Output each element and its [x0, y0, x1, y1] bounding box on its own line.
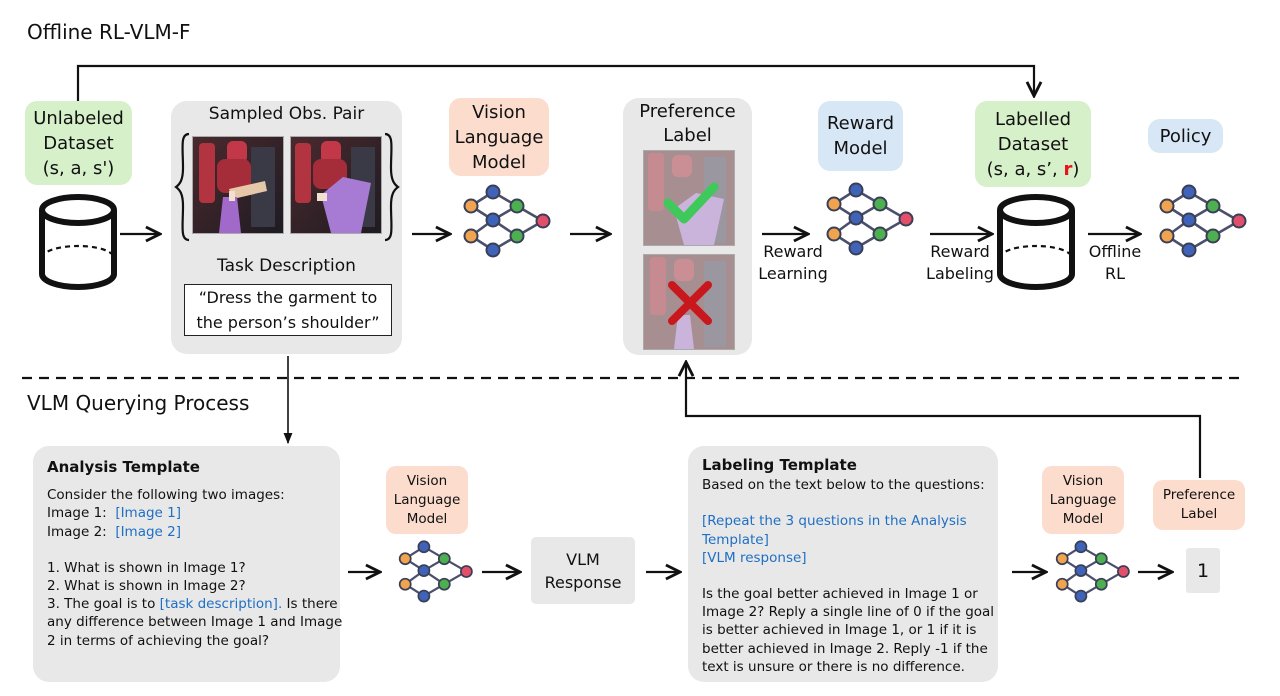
reward-model-network-icon — [826, 182, 914, 256]
analysis-q3-d: 2 in terms of achieving the goal? — [47, 632, 270, 649]
vlm-label: Vision Language Model — [449, 98, 549, 176]
analysis-img1: Image 1: [Image 1] — [47, 504, 326, 522]
analysis-q3-b: Is there — [282, 596, 338, 613]
analysis-img1-label: Image 1: — [47, 505, 107, 522]
task-description-label: Task Description — [217, 256, 356, 276]
labeling-slot1-b: Template] — [702, 531, 769, 548]
labelled-tuple-r: r — [1063, 158, 1073, 180]
preference-label-title: Preference Label — [623, 100, 752, 148]
offline-rl-line-2: RL — [1104, 264, 1126, 283]
sampled-obs-pair-title: Sampled Obs. Pair — [208, 104, 365, 124]
vlm-line-1: Vision — [472, 101, 526, 123]
observation-image-1 — [192, 136, 284, 234]
pref-bottom-line-1: Preference — [1162, 487, 1236, 503]
policy-network-icon — [1159, 184, 1247, 258]
task-quote-line-2: the person’s shoulder” — [196, 313, 380, 332]
labeling-body-5: text is unsure or there is no difference… — [702, 658, 965, 675]
policy-label: Policy — [1148, 119, 1223, 153]
vlm-line-3: Model — [471, 151, 527, 173]
labeling-body-3: is better achieved in Image 1, or 1 if i… — [702, 622, 977, 639]
offline-section-title: Offline RL-VLM-F — [27, 20, 191, 44]
analysis-img2: Image 2: [Image 2] — [47, 523, 326, 541]
analysis-q3-slot: [task description]. — [159, 596, 283, 613]
analysis-q3: 3. The goal is to [task description]. Is… — [47, 595, 338, 613]
rejected-image — [643, 254, 735, 350]
preferred-image — [643, 150, 735, 246]
vlm2-line-3: Model — [1062, 510, 1104, 527]
labeling-slot1-a: [Repeat the 3 questions in the Analysis — [702, 513, 967, 530]
labeling-template-box: Labeling Template Based on the text belo… — [688, 446, 998, 682]
right-brace-icon — [384, 132, 400, 242]
left-brace-icon — [174, 132, 190, 242]
unlabeled-dataset-label: Unlabeled Dataset (s, a, s') — [25, 101, 132, 185]
vlm-network-icon — [463, 184, 551, 258]
querying-section-title: VLM Querying Process — [27, 391, 250, 415]
analysis-template-box: Analysis Template Consider the following… — [33, 446, 343, 682]
analysis-template-title: Analysis Template — [47, 458, 200, 476]
unlabeled-dataset-icon — [42, 197, 114, 287]
vlm-bottom-line-2: Language — [393, 491, 461, 508]
labelled-tuple: (s, a, s’, r) — [987, 157, 1080, 182]
analysis-img1-slot: [Image 1] — [115, 505, 182, 522]
labelled-dataset-icon — [1000, 197, 1072, 287]
vlm-response-line-1: VLM — [566, 549, 600, 569]
labelled-dataset-label: Labelled Dataset (s, a, s’, r) — [975, 101, 1091, 187]
labeling-intro: Based on the text below to the questions… — [702, 477, 985, 494]
analysis-img2-label: Image 2: — [47, 523, 107, 540]
vlm-response-box: VLM Response — [531, 537, 635, 604]
labelled-line-2: Dataset — [997, 133, 1069, 155]
reward-labeling-line-1: Reward — [930, 242, 990, 261]
unlabeled-line-3: (s, a, s') — [42, 157, 115, 179]
preference-line-1: Preference — [639, 101, 736, 122]
labelled-tuple-suffix: ) — [1072, 158, 1080, 180]
reward-learning-line-2: Learning — [758, 264, 828, 283]
analysis-q3-c: any difference between Image 1 and Image — [47, 614, 343, 631]
vlm-network-icon-bottom-2 — [1055, 540, 1131, 603]
analysis-q1: 1. What is shown in Image 1? — [47, 559, 246, 576]
pref-bottom-line-2: Label — [1180, 506, 1218, 522]
labelled-tuple-prefix: (s, a, s’, — [986, 158, 1064, 180]
labeling-template-title: Labeling Template — [702, 456, 857, 474]
task-description-box: “Dress the garment to the person’s shoul… — [184, 284, 392, 336]
reward-labeling-line-2: Labeling — [926, 264, 994, 283]
dataset-bypass-arrow — [76, 64, 1034, 102]
reward-learning-label: Reward Learning — [758, 241, 828, 285]
labeling-body-2: Image 2? Reply a single line of 0 if the… — [702, 604, 995, 621]
labelled-line-1: Labelled — [994, 108, 1072, 130]
cross-icon — [668, 281, 712, 325]
labeling-body-4: better achieved in Image 2. Reply -1 if … — [702, 640, 988, 657]
reward-model-label: Reward Model — [818, 101, 903, 171]
reward-model-line-1: Reward — [826, 113, 895, 134]
vlm-label-bottom: Vision Language Model — [386, 466, 468, 534]
reward-learning-line-1: Reward — [763, 242, 823, 261]
vlm-label-bottom-2: Vision Language Model — [1042, 466, 1124, 534]
vlm-line-2: Language — [454, 126, 544, 148]
output-label-value: 1 — [1186, 548, 1220, 593]
vlm2-line-1: Vision — [1062, 472, 1104, 489]
observation-image-2 — [290, 136, 382, 234]
offline-rl-label: Offline RL — [1080, 241, 1150, 285]
preference-label-bottom: Preference Label — [1153, 480, 1245, 530]
analysis-img2-slot: [Image 2] — [115, 523, 182, 540]
analysis-intro: Consider the following two images: — [47, 487, 285, 504]
vlm-response-line-2: Response — [544, 572, 622, 592]
analysis-q2: 2. What is shown in Image 2? — [47, 578, 246, 595]
unlabeled-line-1: Unlabeled — [33, 107, 124, 129]
check-icon — [663, 182, 719, 224]
vlm2-line-2: Language — [1049, 491, 1117, 508]
vlm-bottom-line-3: Model — [406, 510, 448, 527]
reward-model-line-2: Model — [833, 138, 888, 159]
offline-rl-line-1: Offline — [1088, 242, 1142, 261]
task-quote-line-1: “Dress the garment to — [198, 288, 378, 307]
preference-line-2: Label — [663, 125, 712, 146]
reward-labeling-label: Reward Labeling — [925, 241, 995, 285]
vlm-network-icon-bottom — [398, 540, 474, 603]
unlabeled-line-2: Dataset — [43, 132, 114, 154]
analysis-q3-a: 3. The goal is to — [47, 596, 160, 613]
labeling-body-1: Is the goal better achieved in Image 1 o… — [702, 586, 978, 603]
labeling-slot2: [VLM response] — [702, 549, 807, 566]
vlm-bottom-line-1: Vision — [406, 472, 448, 489]
